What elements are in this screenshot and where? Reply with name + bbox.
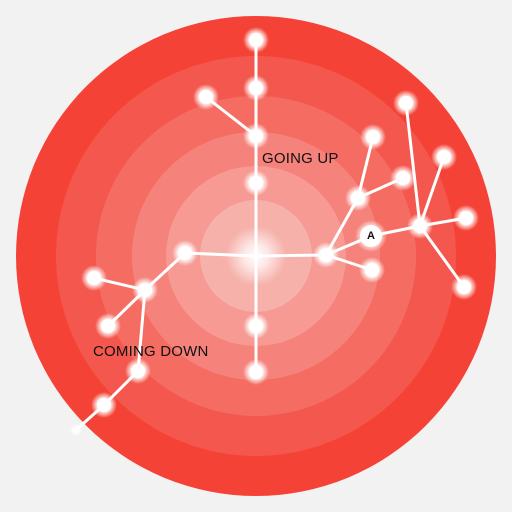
- center-glow: [226, 226, 286, 286]
- coming-down-label: COMING DOWN: [93, 343, 209, 360]
- node-down1[interactable]: [249, 319, 263, 333]
- exit-node: [70, 424, 82, 436]
- node-cd2[interactable]: [97, 398, 111, 412]
- going-up-label: GOING UP: [262, 150, 339, 167]
- node-up-left[interactable]: [199, 90, 213, 104]
- node-a-label[interactable]: A: [367, 230, 375, 242]
- node-cd1[interactable]: [131, 364, 145, 378]
- node-up4[interactable]: [249, 33, 263, 47]
- node-far-hub[interactable]: [413, 219, 427, 233]
- node-far-br[interactable]: [457, 280, 471, 294]
- node-r-mid[interactable]: [396, 171, 410, 185]
- node-up3[interactable]: [249, 81, 263, 95]
- node-far-tr[interactable]: [437, 150, 451, 164]
- node-left-bottom[interactable]: [101, 319, 115, 333]
- node-r-top[interactable]: [366, 130, 380, 144]
- edge-left-hub-cd1: [136, 288, 147, 373]
- node-left1[interactable]: [178, 246, 192, 260]
- edge-far-hub-far-top: [404, 101, 422, 228]
- node-a[interactable]: [360, 225, 382, 247]
- node-right1[interactable]: [319, 248, 333, 262]
- node-down2[interactable]: [249, 365, 263, 379]
- tree-nodes: [70, 27, 479, 436]
- node-up2[interactable]: [249, 129, 263, 143]
- node-far-top[interactable]: [399, 96, 413, 110]
- node-far-r[interactable]: [459, 211, 473, 225]
- node-right-low[interactable]: [365, 263, 379, 277]
- node-left-top[interactable]: [87, 271, 101, 285]
- node-r-hub[interactable]: [351, 191, 365, 205]
- node-left-hub[interactable]: [138, 283, 152, 297]
- node-up1[interactable]: [249, 176, 263, 190]
